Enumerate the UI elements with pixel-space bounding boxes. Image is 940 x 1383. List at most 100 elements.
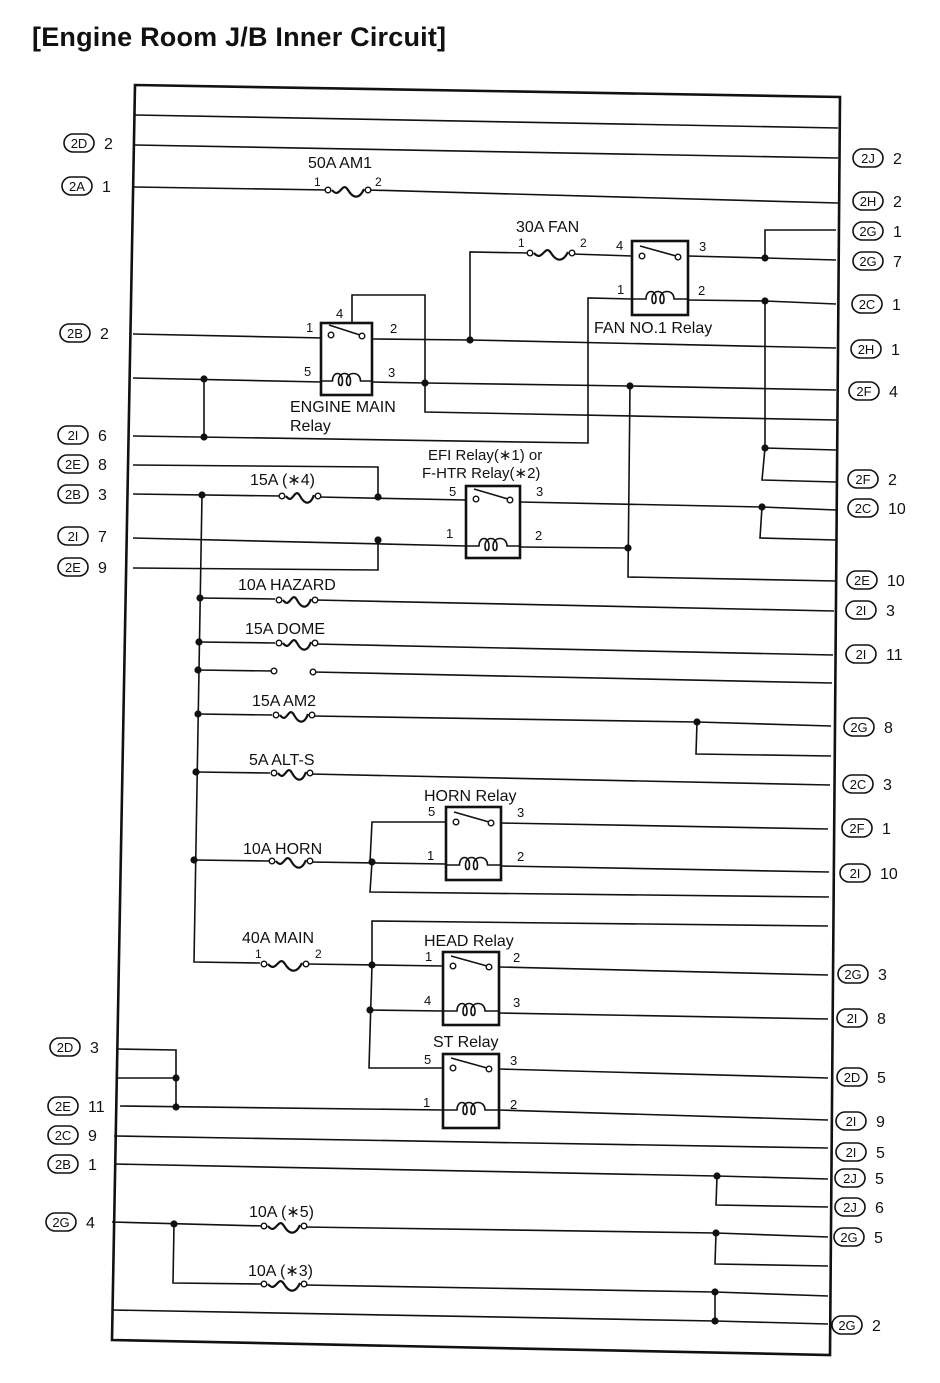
connector-id: 2B [65,487,81,502]
fuse-terminal [306,769,314,777]
wire [317,496,467,501]
fuse-15a-4-icon [278,492,322,504]
fuse-label-40a-main: 40A MAIN [242,930,314,947]
connector-badge [852,148,884,168]
connector-badge [836,1008,868,1028]
connector-badge [837,964,869,984]
spare-fuse-terminal [309,668,317,676]
connector-pin: 1 [893,224,902,241]
wires-group [111,114,839,1325]
relay-pin: 4 [616,238,623,253]
relay-fan-no1 [630,239,690,317]
right-connector: 2G 5 [833,1227,883,1247]
fuse-label-5a-alt-s: 5A ALT-S [249,752,315,769]
fuse-terminal [308,711,316,719]
connector-id: 2G [840,1230,857,1245]
connector-badge [847,498,879,518]
connector-badge [841,818,873,838]
fuse-element-icon [275,857,308,869]
connector-badge [835,1142,867,1162]
junction-dot [758,503,766,511]
connector-pin: 2 [100,326,109,343]
wire [197,713,273,716]
wire [764,229,836,258]
connector-id: 2F [856,384,871,399]
junction-dot [712,1229,720,1237]
connector-badge [847,469,879,489]
fuse-element-icon [277,769,308,781]
relay-switch-arm-icon [450,1057,488,1069]
fuse-terminal [268,857,276,865]
connector-id: 2D [57,1040,74,1055]
wire [112,1309,829,1325]
junction-dot [170,1220,178,1228]
wire [469,251,531,340]
wire [132,540,379,571]
connector-pin: 8 [877,1011,886,1028]
wire [369,821,446,863]
connector-badge [49,1037,81,1057]
wire [132,435,589,444]
wire [303,1226,829,1238]
fuse-label-15a-am2: 15A AM2 [252,693,316,710]
wire [498,966,829,976]
relay-efi [464,484,522,560]
relay-contact [487,819,495,827]
connector-pin: 6 [875,1200,884,1217]
left-connector: 2B 2 [59,323,109,343]
junction-dot [194,666,202,674]
junction-dot [194,710,202,718]
connector-pin: 4 [86,1215,95,1232]
wire [314,643,834,656]
wire [587,297,633,435]
connector-id: 2E [65,560,81,575]
fuse-10a-5-icon [260,1222,308,1234]
connector-id: 2G [838,1318,855,1333]
connector-id: 2E [854,573,870,588]
connector-badge [836,1067,868,1087]
connector-pin: 7 [893,254,902,271]
wire [193,859,271,862]
connector-id: 2B [67,326,83,341]
connector-badge [57,526,89,546]
relay-pin: 2 [517,849,524,864]
connector-badge [848,381,880,401]
connector-id: 2I [846,1114,857,1129]
connector-pin: 5 [874,1230,883,1247]
relay-horn [444,805,503,882]
connector-id: 2J [843,1200,857,1215]
junction-dot [190,856,198,864]
fuse-element-icon [282,639,313,651]
relay-contact [449,962,457,970]
relay-pin: 3 [513,995,520,1010]
wire [113,1135,829,1149]
connector-id: 2I [68,428,79,443]
connector-id: 2G [850,720,867,735]
connector-badge [845,600,877,620]
fuse-terminal [311,596,319,604]
connector-pin: 1 [891,342,900,359]
connector-id: 2G [859,224,876,239]
junction-dot [172,1074,180,1082]
connector-badge [852,251,884,271]
connector-badge [47,1096,79,1116]
wire [519,501,837,511]
connector-pin: 2 [893,194,902,211]
connector-badge [47,1125,79,1145]
fuse-label-30a-fan: 30A FAN [516,219,579,236]
fuse-label-10a-3: 10A (∗3) [248,1263,313,1280]
relay-contact [485,1065,493,1073]
junction-dot [761,254,769,262]
relay-head [441,950,501,1027]
connector-badge [842,774,874,794]
connector-badge [57,425,89,445]
connector-badge [834,1168,866,1188]
wire [759,506,837,541]
